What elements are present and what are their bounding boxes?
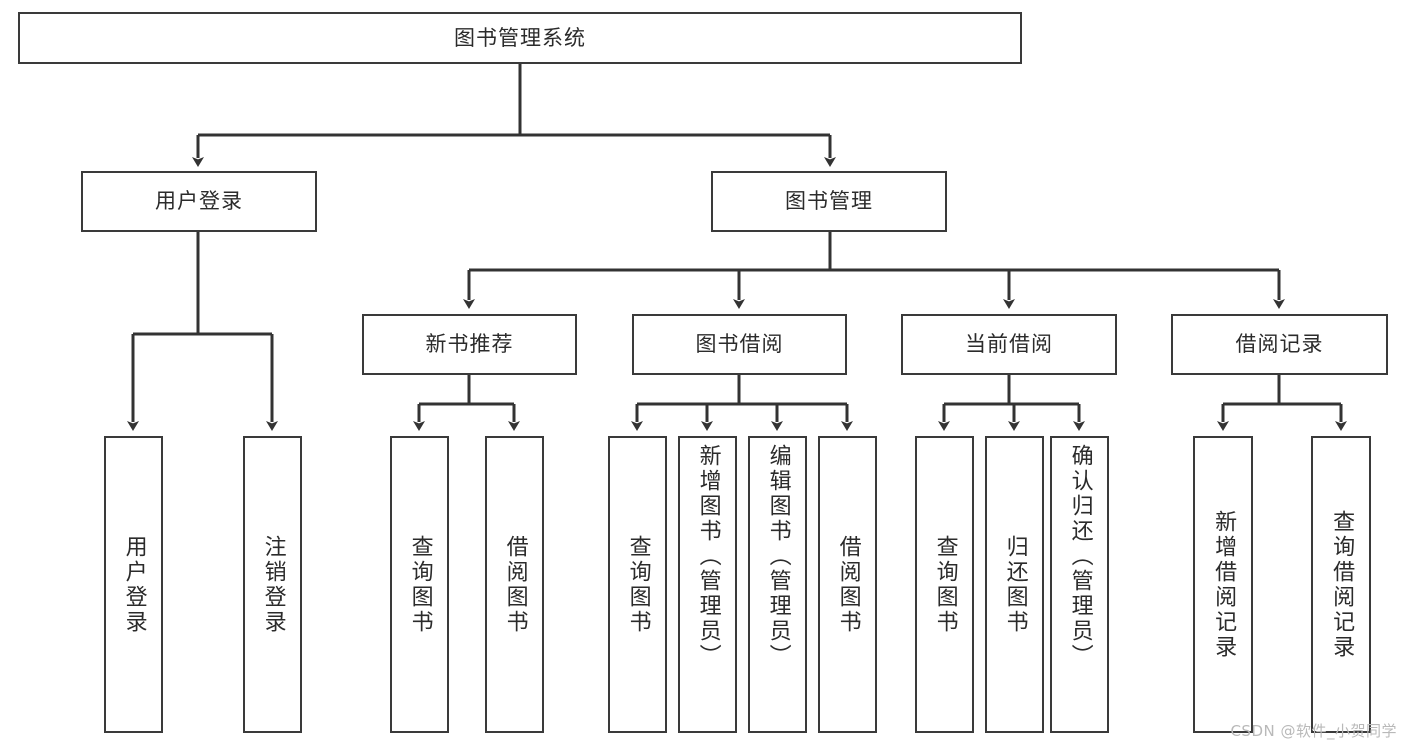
node-label: 查询图书: [625, 534, 651, 635]
node-label: 用户登录: [155, 189, 243, 214]
leaf-query-book-recommend[interactable]: 查询图书: [390, 436, 449, 733]
node-label: 借阅记录: [1235, 332, 1324, 357]
node-label: 编辑图书（管理员）: [765, 444, 791, 669]
node-label: 确认归还（管理员）: [1067, 444, 1093, 669]
leaf-query-book-current[interactable]: 查询图书: [915, 436, 974, 733]
node-book-borrow[interactable]: 图书借阅: [632, 314, 847, 375]
leaf-confirm-return-admin[interactable]: 确认归还（管理员）: [1050, 436, 1109, 733]
node-label: 图书管理: [785, 189, 873, 214]
node-borrow-records[interactable]: 借阅记录: [1171, 314, 1388, 375]
node-user-login[interactable]: 用户登录: [81, 171, 317, 232]
node-new-book-recommend[interactable]: 新书推荐: [362, 314, 577, 375]
node-label: 图书借阅: [695, 332, 784, 357]
leaf-logout[interactable]: 注销登录: [243, 436, 302, 733]
node-label: 查询图书: [932, 534, 958, 635]
leaf-query-book-borrow[interactable]: 查询图书: [608, 436, 667, 733]
node-label: 新书推荐: [425, 332, 514, 357]
node-label: 查询借阅记录: [1329, 509, 1355, 660]
leaf-add-borrow-record[interactable]: 新增借阅记录: [1193, 436, 1253, 733]
node-label: 借阅图书: [835, 534, 861, 635]
leaf-return-book[interactable]: 归还图书: [985, 436, 1044, 733]
node-label: 图书管理系统: [454, 25, 586, 50]
node-label: 新增图书（管理员）: [695, 444, 721, 669]
leaf-borrow-book-recommend[interactable]: 借阅图书: [485, 436, 544, 733]
node-label: 归还图书: [1002, 534, 1028, 635]
leaf-query-borrow-record[interactable]: 查询借阅记录: [1311, 436, 1371, 733]
node-label: 当前借阅: [965, 332, 1053, 357]
node-label: 注销登录: [260, 534, 286, 635]
node-label: 查询图书: [407, 534, 433, 635]
node-label: 借阅图书: [502, 534, 528, 635]
watermark: CSDN @软件_小贺同学: [1230, 722, 1397, 740]
leaf-edit-book-admin[interactable]: 编辑图书（管理员）: [748, 436, 807, 733]
leaf-add-book-admin[interactable]: 新增图书（管理员）: [678, 436, 737, 733]
node-current-borrow[interactable]: 当前借阅: [901, 314, 1117, 375]
node-book-management[interactable]: 图书管理: [711, 171, 947, 232]
node-label: 用户登录: [121, 534, 147, 635]
leaf-user-login[interactable]: 用户登录: [104, 436, 163, 733]
node-root-book-management-system[interactable]: 图书管理系统: [18, 12, 1022, 64]
node-label: 新增借阅记录: [1211, 509, 1237, 660]
leaf-borrow-book[interactable]: 借阅图书: [818, 436, 877, 733]
